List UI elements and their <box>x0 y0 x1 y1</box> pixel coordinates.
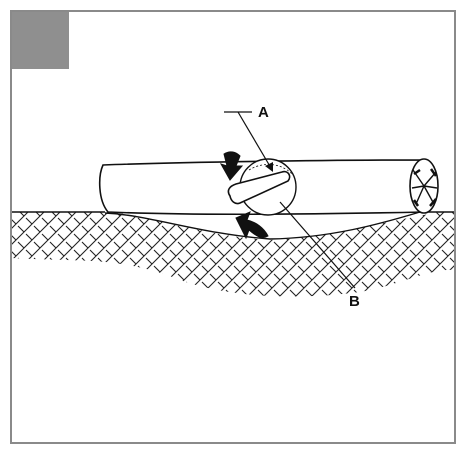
upward-force-arrow <box>235 211 269 240</box>
saw-cut-slot <box>227 170 291 205</box>
log-end <box>409 158 439 214</box>
label-b: B <box>349 293 360 310</box>
ground-hollow <box>104 211 421 240</box>
downward-force-arrow <box>219 151 244 181</box>
corner-square <box>12 12 69 69</box>
callout-a: A <box>224 104 273 172</box>
label-a: A <box>258 104 269 121</box>
callout-b: B <box>279 201 360 310</box>
